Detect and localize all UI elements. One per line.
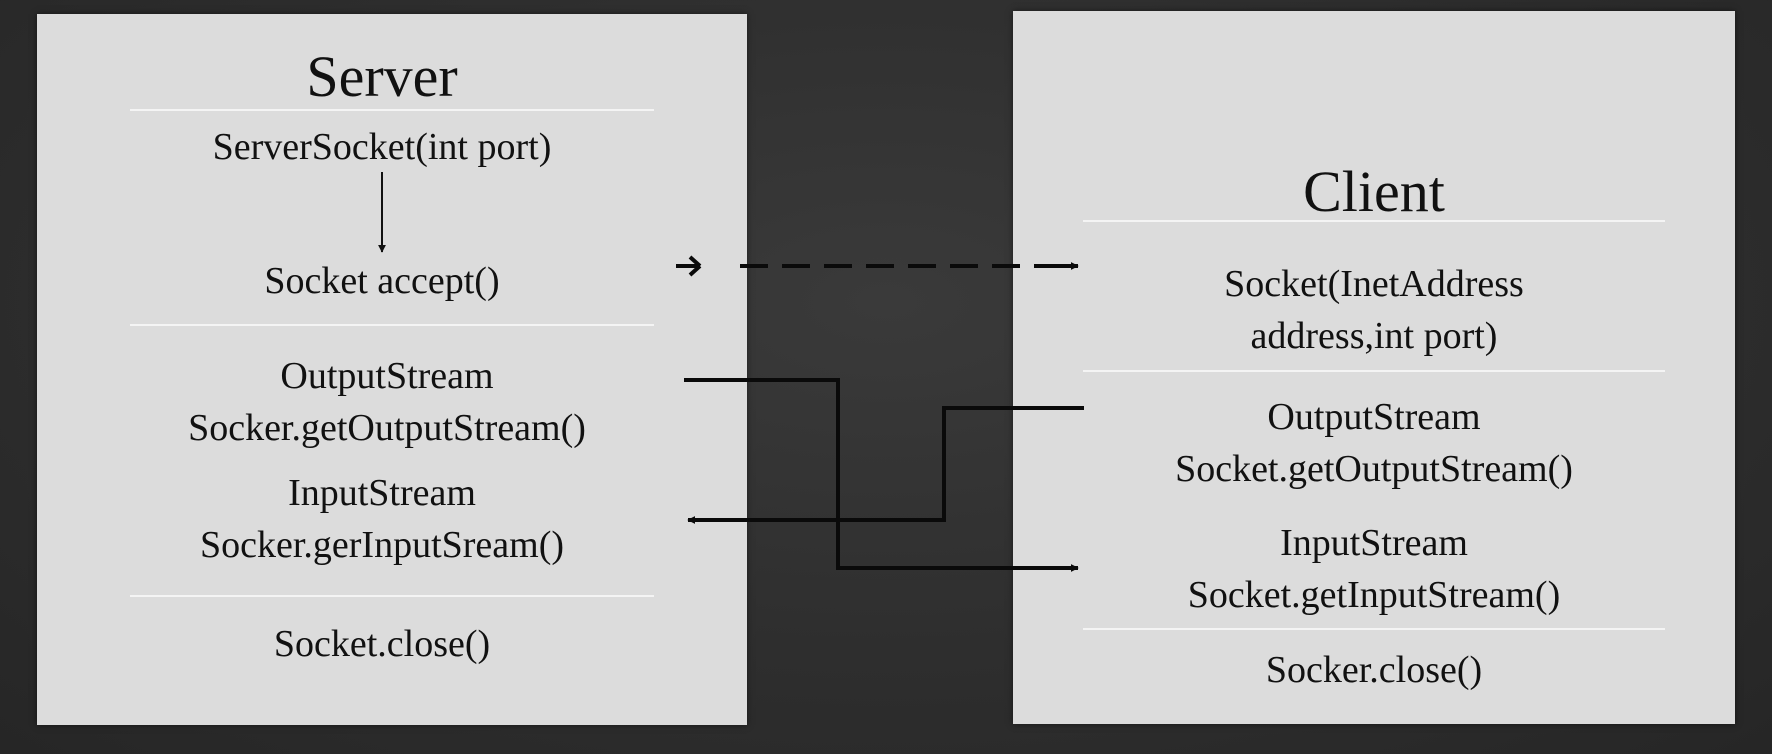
server-output-stream-type: OutputStream (280, 355, 494, 397)
server-output-stream-call: Socker.getOutputStream() (188, 407, 586, 449)
client-panel: Client Socket(InetAddress address,int po… (1013, 11, 1735, 724)
client-output-to-server-input-arrow (687, 406, 1084, 524)
server-close-call: Socket.close() (273, 623, 491, 665)
connection-arrow-left-icon (676, 255, 702, 277)
client-close-call: Socker.close() (1265, 649, 1483, 691)
client-socket-constructor-line1: Socket(InetAddress (1224, 263, 1524, 305)
client-output-stream-call: Socket.getOutputStream() (1175, 448, 1573, 490)
client-title: Client (1303, 159, 1445, 224)
client-socket-constructor-line2: address,int port) (1250, 315, 1498, 357)
client-title-divider (1083, 220, 1665, 222)
client-streams-divider (1083, 628, 1665, 630)
server-input-stream-call: Socker.gerInputSream() (199, 524, 565, 566)
server-accept-call: Socket accept() (264, 260, 500, 302)
server-socket-constructor: ServerSocket(int port) (212, 126, 552, 168)
client-socket-divider (1083, 370, 1665, 372)
server-streams-divider (130, 595, 654, 597)
server-title: Server (306, 44, 458, 109)
server-output-to-client-input-arrow (684, 378, 1079, 572)
client-output-stream-type: OutputStream (1267, 396, 1481, 438)
client-input-stream-type: InputStream (1280, 522, 1468, 564)
server-accept-divider (130, 324, 654, 326)
server-panel: Server ServerSocket(int port) Socket acc… (37, 14, 747, 725)
server-title-divider (130, 109, 654, 111)
client-input-stream-call: Socket.getInputStream() (1187, 574, 1561, 616)
server-input-stream-type: InputStream (288, 472, 476, 514)
